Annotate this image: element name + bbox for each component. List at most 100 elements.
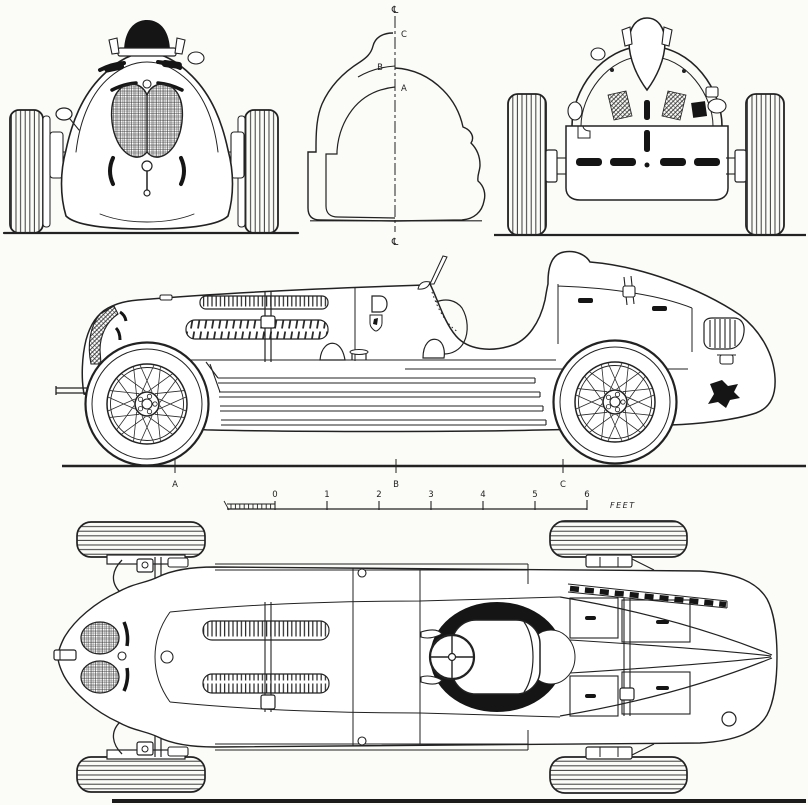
fuel-filler [349, 349, 369, 360]
rear-left-tire [507, 93, 558, 236]
side-view: A B C [55, 250, 806, 490]
scale-tick-2: 2 [376, 490, 381, 500]
tail-vent-dashes [576, 100, 720, 168]
rear-left-blob-upper [590, 47, 606, 61]
plan-tail [503, 583, 773, 727]
plan-cockpit [420, 602, 576, 712]
seat-profile [435, 299, 468, 355]
plan-louver-row-top [202, 620, 330, 641]
feet-label: FEET [610, 501, 636, 510]
rear-right-bracket [705, 86, 719, 98]
scale-tick-5: 5 [532, 490, 537, 500]
scale-bar: 0 1 2 3 4 5 6 FEET [223, 490, 636, 511]
plan-louver-row-bottom [202, 673, 330, 694]
rear-vent-hatch-right [661, 90, 687, 121]
scale-tick-6: 6 [584, 490, 589, 500]
front-axle-stub [55, 386, 88, 395]
rear-windscreen-posts [621, 26, 673, 47]
side-fairing-a [319, 342, 346, 361]
tail-box-bracket [577, 125, 591, 139]
plan-hood [154, 568, 561, 746]
rear-rivet-right [682, 69, 686, 73]
exhaust-tip [708, 380, 740, 408]
cowl-vent-door [371, 295, 388, 313]
lower-black-parens [108, 156, 186, 186]
helmet-base-band [117, 47, 177, 57]
rear-rivet-left [610, 68, 614, 72]
mirror-stem [69, 118, 80, 131]
front-view [2, 20, 300, 235]
tail-fuel-cap-plan [721, 711, 737, 727]
plan-view [53, 520, 778, 794]
seat-bolster-line [523, 621, 534, 693]
rear-axle-stubs [557, 157, 735, 175]
front-left-tire [9, 109, 51, 234]
section-profiles [307, 32, 486, 222]
tail-fuel-cap [717, 354, 736, 365]
plan-tail-strap [619, 598, 635, 716]
windscreen-wing-bottom [420, 675, 443, 685]
plan-nose [53, 621, 174, 694]
scale-tick-0: 0 [272, 490, 277, 500]
rear-right-blob [707, 98, 727, 114]
driver-helmet [124, 20, 170, 52]
scale-tick-1: 1 [324, 490, 329, 500]
front-suspension-bottom [106, 717, 189, 760]
rear-tail-box [565, 100, 729, 201]
centerline-symbol-top: ℄ [391, 5, 399, 16]
rear-intake-black [691, 101, 708, 118]
section-view: ℄ ℄ C B A [307, 5, 486, 248]
windscreen [429, 255, 448, 285]
windscreen-wing-top [420, 629, 443, 639]
starter-crank-hole [141, 160, 153, 197]
louver-row-lower [185, 319, 329, 340]
rear-right-tire [734, 93, 785, 236]
front-inner-cowl-line [75, 61, 219, 153]
rear-suspension-bottom [585, 743, 655, 760]
nose-grille [88, 305, 128, 365]
rear-left-blob-lower [567, 101, 583, 121]
shoulder-vent-left [104, 62, 125, 73]
station-label-a: A [172, 480, 178, 490]
front-lower-skirt-line [99, 213, 195, 223]
tail-details [557, 275, 745, 408]
exhaust-band-edges [215, 563, 529, 751]
hood-cap [159, 294, 173, 301]
right-cowl-bump [187, 51, 205, 65]
left-mirror [55, 107, 73, 121]
ferrari-shield-badge [369, 314, 383, 332]
station-label-b: B [393, 480, 399, 490]
scale-tick-3: 3 [428, 490, 433, 500]
hood-strap [260, 291, 276, 362]
crank-stub [53, 649, 77, 661]
rear-deck-hatched-strip [567, 583, 728, 609]
tail-strap [622, 275, 636, 306]
cockpit [417, 255, 468, 355]
coaming-stitch-line [431, 291, 459, 333]
tail-vent-slats [703, 317, 745, 350]
section-label-c: C [401, 30, 407, 40]
centerline-symbol-bottom: ℄ [391, 237, 399, 248]
rear-view [494, 17, 806, 237]
headrest-fin [628, 17, 666, 92]
side-rear-wheel [554, 341, 677, 464]
section-label-a: A [401, 84, 407, 94]
windscreen-posts [108, 37, 186, 55]
scale-tick-4: 4 [480, 490, 485, 500]
plan-hood-strap [260, 602, 276, 712]
station-ticks [174, 459, 564, 473]
louver-row-upper [199, 295, 329, 310]
scale-subdivision [223, 500, 275, 511]
scan-edge-artifact [112, 799, 806, 803]
plan-tires [76, 520, 688, 794]
exhaust-pipes [205, 361, 547, 426]
station-label-c: C [560, 480, 566, 490]
steering-wheel [428, 633, 476, 681]
side-front-wheel [86, 343, 209, 466]
windscreen-base [417, 281, 431, 290]
rear-vent-hatch-left [607, 90, 633, 121]
rear-suspension-top [585, 554, 655, 571]
grille-top-cap [142, 79, 152, 89]
